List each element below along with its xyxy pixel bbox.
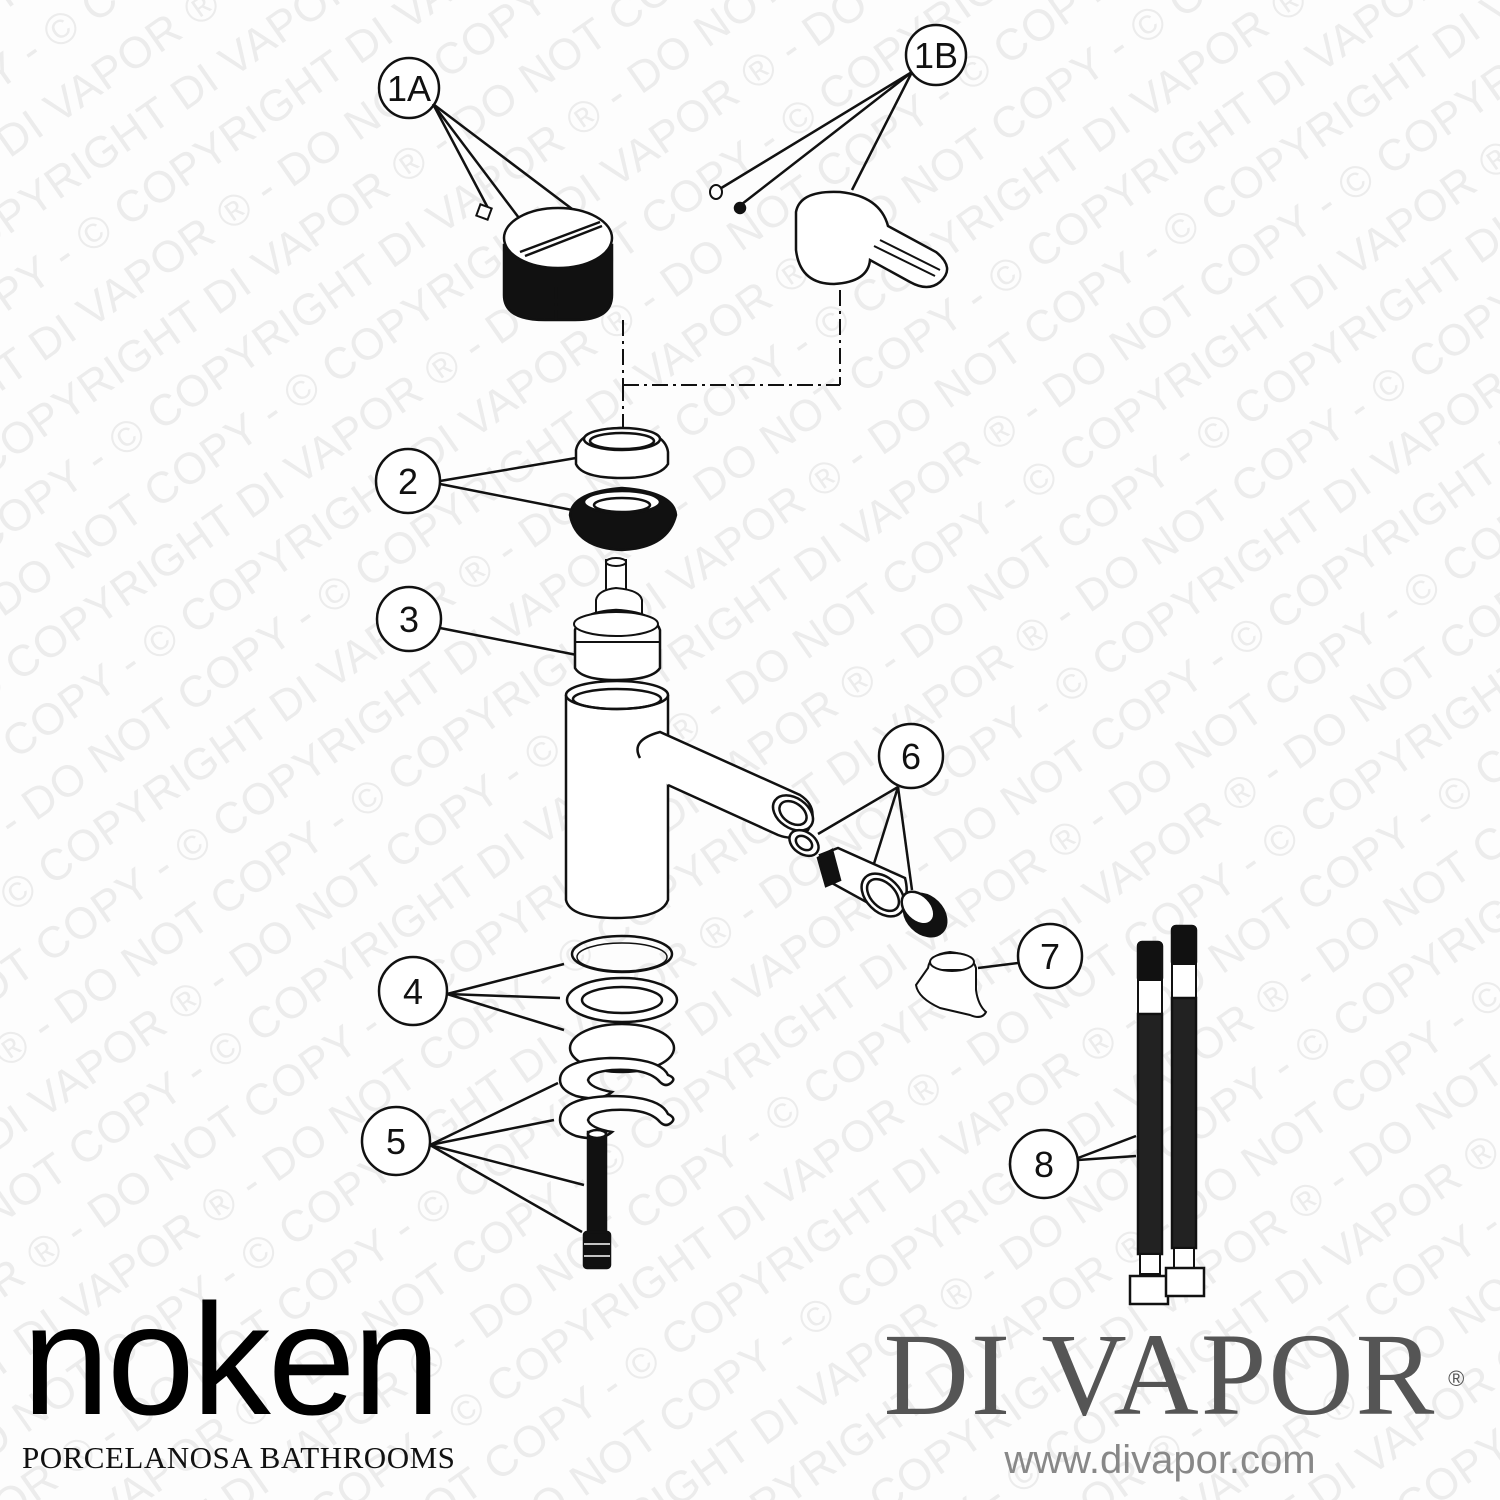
callout-2-label: 2 <box>398 461 418 502</box>
assembly-guide-line <box>622 290 841 442</box>
divapor-logo: DI VAPOR ® www.divapor.com <box>840 1316 1480 1483</box>
aerator-washer-icon <box>788 828 820 858</box>
lever-handle-icon <box>794 190 949 289</box>
divapor-name: DI VAPOR <box>883 1309 1437 1440</box>
cartridge-cover-icon <box>574 426 670 480</box>
callout-4[interactable]: 4 <box>377 955 565 1032</box>
callout-7-label: 7 <box>1040 936 1060 977</box>
registered-mark: ® <box>1448 1366 1467 1391</box>
callout-8-label: 8 <box>1034 1144 1054 1185</box>
base-seals-icon <box>565 934 679 1074</box>
round-knob-handle-icon <box>502 206 614 322</box>
grub-screw-1a-icon <box>475 203 493 221</box>
noken-tagline: PORCELANOSA BATHROOMS <box>22 1440 456 1475</box>
tap-body-icon <box>564 679 815 920</box>
callout-5[interactable]: 5 <box>360 1081 585 1234</box>
horseshoe-washers-icon <box>558 1056 675 1140</box>
grub-screw-1b-icon <box>733 201 747 215</box>
noken-wordmark: noken <box>22 1272 441 1448</box>
cartridge-icon <box>573 557 662 682</box>
callout-6-label: 6 <box>901 736 921 777</box>
divapor-url-link[interactable]: www.divapor.com <box>1004 1438 1316 1482</box>
noken-logo: noken PORCELANOSA BATHROOMS <box>22 1272 456 1476</box>
aerator-housing-icon <box>816 846 908 918</box>
flexible-hoses-icon <box>1128 924 1206 1306</box>
callout-3[interactable]: 3 <box>375 585 583 658</box>
screw-cap-1b-icon <box>709 184 723 200</box>
callout-6[interactable]: 6 <box>817 722 945 891</box>
fixing-stud-icon <box>582 1128 612 1270</box>
divapor-wordmark: DI VAPOR ® <box>884 1316 1465 1434</box>
retaining-nut-icon <box>568 486 678 552</box>
callout-8[interactable]: 8 <box>1008 1128 1137 1200</box>
callout-1b[interactable]: 1B <box>717 23 968 205</box>
callout-1b-label: 1B <box>914 35 958 76</box>
callout-1a-label: 1A <box>387 68 431 109</box>
callout-2[interactable]: 2 <box>374 447 577 515</box>
callout-1a[interactable]: 1A <box>377 56 585 223</box>
callout-5-label: 5 <box>386 1121 406 1162</box>
callout-4-label: 4 <box>403 971 423 1012</box>
callout-7[interactable]: 7 <box>977 922 1084 990</box>
aerator-key-icon <box>914 950 988 1018</box>
callout-3-label: 3 <box>399 599 419 640</box>
aerator-insert-icon <box>900 890 948 938</box>
